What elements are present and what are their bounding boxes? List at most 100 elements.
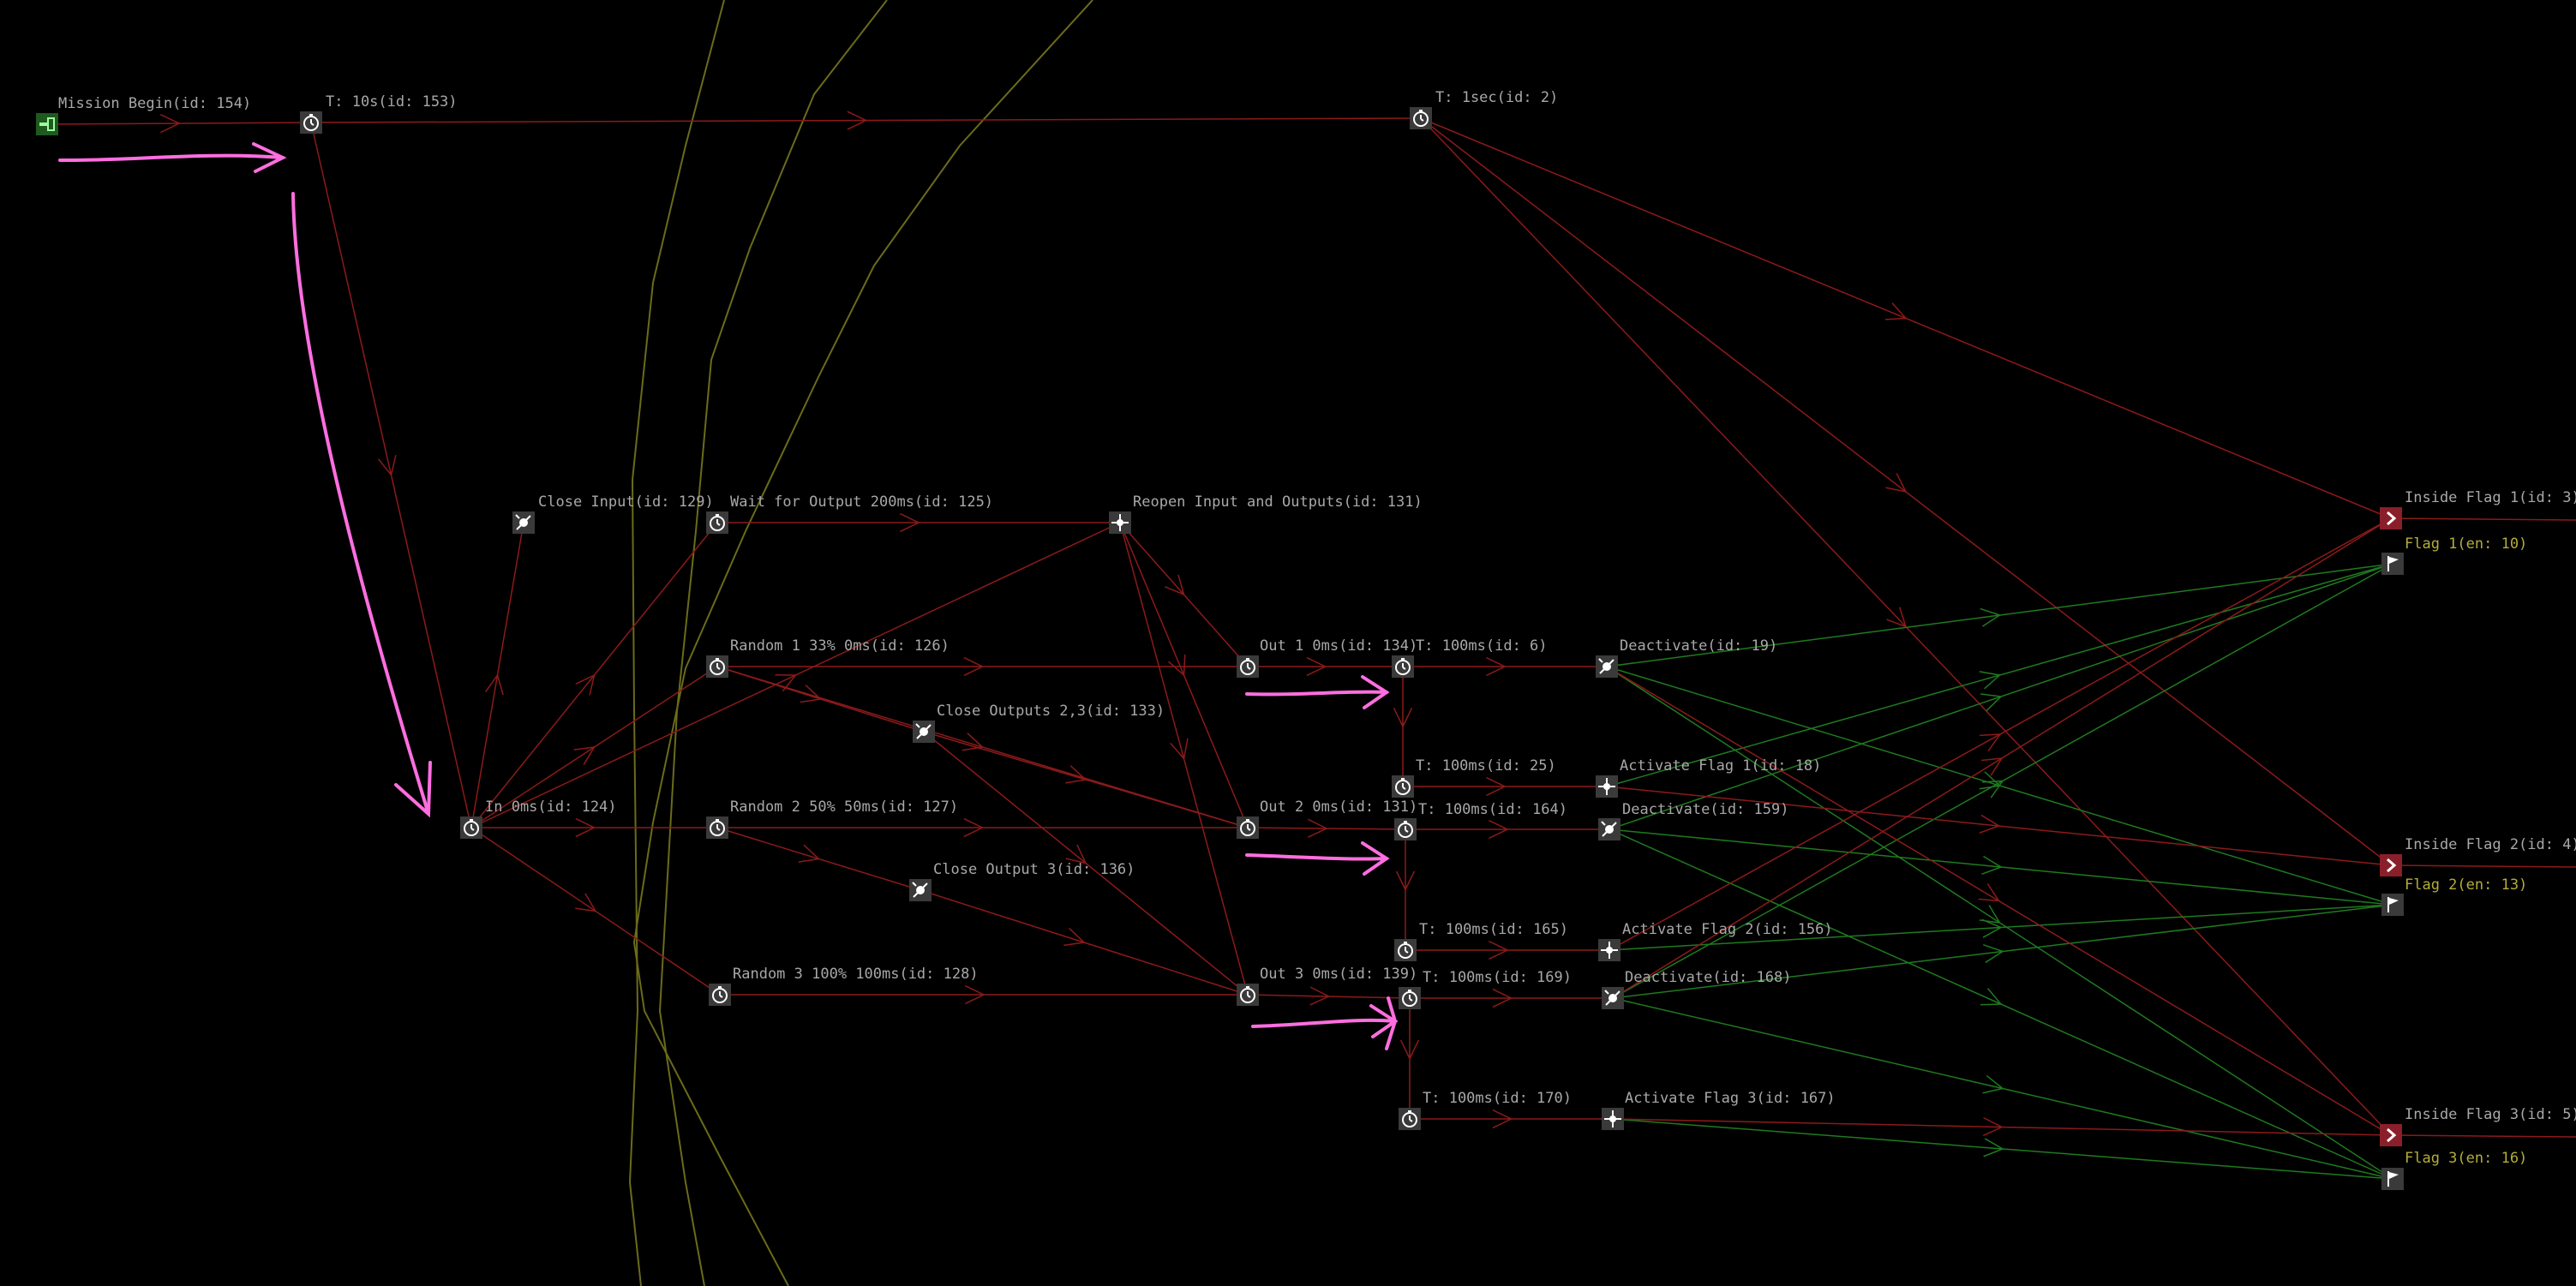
node-label: Random 2 50% 50ms(id: 127) — [730, 799, 959, 816]
link-arrowhead — [1982, 1074, 2004, 1094]
timer-icon — [1394, 818, 1417, 840]
link-arrowhead — [1307, 818, 1328, 838]
node-label: T: 100ms(id: 165) — [1419, 921, 1568, 938]
node-label: Inside Flag 1(id: 3) — [2405, 489, 2576, 506]
node-label: Close Input(id: 129) — [538, 493, 714, 511]
flag-icon — [2381, 894, 2404, 916]
annotation-arrow — [1361, 841, 1390, 876]
annotation-arrow — [1251, 1018, 1397, 1028]
link-arrowhead — [1306, 656, 1327, 677]
timer-icon — [1237, 984, 1259, 1006]
node-random2[interactable] — [706, 816, 728, 839]
node-out1[interactable] — [1237, 655, 1259, 678]
annotation-arrow — [1245, 853, 1388, 861]
annotation-arrow — [58, 153, 285, 163]
node-t10s[interactable] — [300, 111, 322, 134]
timer-icon — [1392, 775, 1414, 798]
node-label: T: 100ms(id: 169) — [1423, 969, 1572, 986]
link-arrowhead — [1980, 607, 2002, 627]
node-deact168[interactable] — [1602, 987, 1624, 1009]
activate-icon — [1598, 939, 1620, 961]
node-inside3[interactable] — [2380, 1124, 2402, 1146]
node-deact159[interactable] — [1598, 818, 1620, 840]
node-t170[interactable] — [1399, 1108, 1421, 1130]
node-out3[interactable] — [1237, 984, 1259, 1006]
node-label: T: 100ms(id: 25) — [1416, 757, 1556, 775]
node-random1[interactable] — [706, 655, 728, 678]
link-arrowhead — [1983, 1138, 2004, 1157]
activate-icon — [1602, 1108, 1624, 1130]
node-label: Flag 1(en: 10) — [2405, 535, 2528, 553]
node-flag1[interactable] — [2381, 553, 2404, 575]
link-offscreen — [2390, 517, 2576, 521]
timer-icon — [1392, 655, 1414, 678]
deactivate-icon — [512, 511, 535, 534]
node-t25[interactable] — [1392, 775, 1414, 798]
node-inside2[interactable] — [2380, 854, 2402, 876]
timer-icon — [1394, 939, 1417, 961]
timer-icon — [1399, 1108, 1421, 1130]
node-label: Inside Flag 2(id: 4) — [2405, 836, 2576, 853]
timer-icon — [706, 816, 728, 839]
node-close-input[interactable] — [512, 511, 535, 534]
link-arrowhead — [1979, 814, 2001, 834]
node-t6[interactable] — [1392, 655, 1414, 678]
link-arrowhead — [1492, 1109, 1513, 1129]
area-trigger-icon — [2380, 854, 2402, 876]
node-t165[interactable] — [1394, 939, 1417, 961]
node-inside1[interactable] — [2380, 507, 2402, 529]
link-arrowhead — [1886, 607, 1908, 628]
node-reopen[interactable] — [1109, 511, 1131, 534]
link-arrowhead — [1884, 302, 1908, 320]
node-random3[interactable] — [709, 984, 731, 1006]
node-wait-output[interactable] — [706, 511, 728, 534]
timer-icon — [706, 655, 728, 678]
node-close-out3[interactable] — [909, 879, 932, 901]
deactivate-icon — [1596, 655, 1618, 678]
node-label: Deactivate(id: 159) — [1622, 801, 1789, 818]
link-arrowhead — [1980, 693, 2003, 712]
node-flag2[interactable] — [2381, 894, 2404, 916]
annotation-arrow — [252, 142, 287, 173]
activate-icon — [1109, 511, 1131, 534]
node-out2[interactable] — [1237, 816, 1259, 839]
node-mission-begin[interactable] — [36, 113, 58, 135]
link-arrowhead — [1979, 733, 2002, 752]
node-close-out23[interactable] — [913, 721, 935, 743]
link-arrowhead — [160, 114, 181, 134]
node-t169[interactable] — [1399, 987, 1421, 1009]
link-arrowhead — [1489, 940, 1509, 960]
node-label: Out 3 0ms(id: 139) — [1260, 966, 1418, 983]
node-in0ms[interactable] — [460, 816, 482, 839]
link-arrowhead — [575, 817, 596, 838]
node-label: Inside Flag 3(id: 5) — [2405, 1106, 2576, 1123]
node-label: Close Output 3(id: 136) — [933, 861, 1135, 878]
terrain-boundary-lines — [628, 0, 1093, 1286]
boundary-line — [632, 0, 1093, 1286]
node-label: Reopen Input and Outputs(id: 131) — [1133, 493, 1423, 511]
flag-icon — [2381, 1168, 2404, 1190]
node-actflag1[interactable] — [1596, 775, 1618, 798]
boundary-line — [628, 0, 725, 1286]
timer-icon — [709, 984, 731, 1006]
link-arrowhead — [1978, 883, 2000, 902]
link-arrowhead — [1980, 988, 2003, 1006]
node-actflag3[interactable] — [1602, 1108, 1624, 1130]
timer-icon — [706, 511, 728, 534]
node-deact19[interactable] — [1596, 655, 1618, 678]
node-label: Deactivate(id: 19) — [1620, 637, 1778, 655]
node-actflag2[interactable] — [1598, 939, 1620, 961]
deactivate-icon — [913, 721, 935, 743]
node-t164[interactable] — [1394, 818, 1417, 840]
link-arrowhead — [1170, 738, 1189, 761]
node-label: Deactivate(id: 168) — [1625, 969, 1792, 986]
node-t1sec[interactable] — [1410, 107, 1432, 129]
area-trigger-icon — [2380, 507, 2402, 529]
node-label: Flag 3(en: 16) — [2405, 1150, 2528, 1167]
node-flag3[interactable] — [2381, 1168, 2404, 1190]
link-arrowhead — [1486, 656, 1507, 677]
link-arrowhead — [900, 512, 920, 533]
node-label: Close Outputs 2,3(id: 133) — [937, 703, 1165, 720]
